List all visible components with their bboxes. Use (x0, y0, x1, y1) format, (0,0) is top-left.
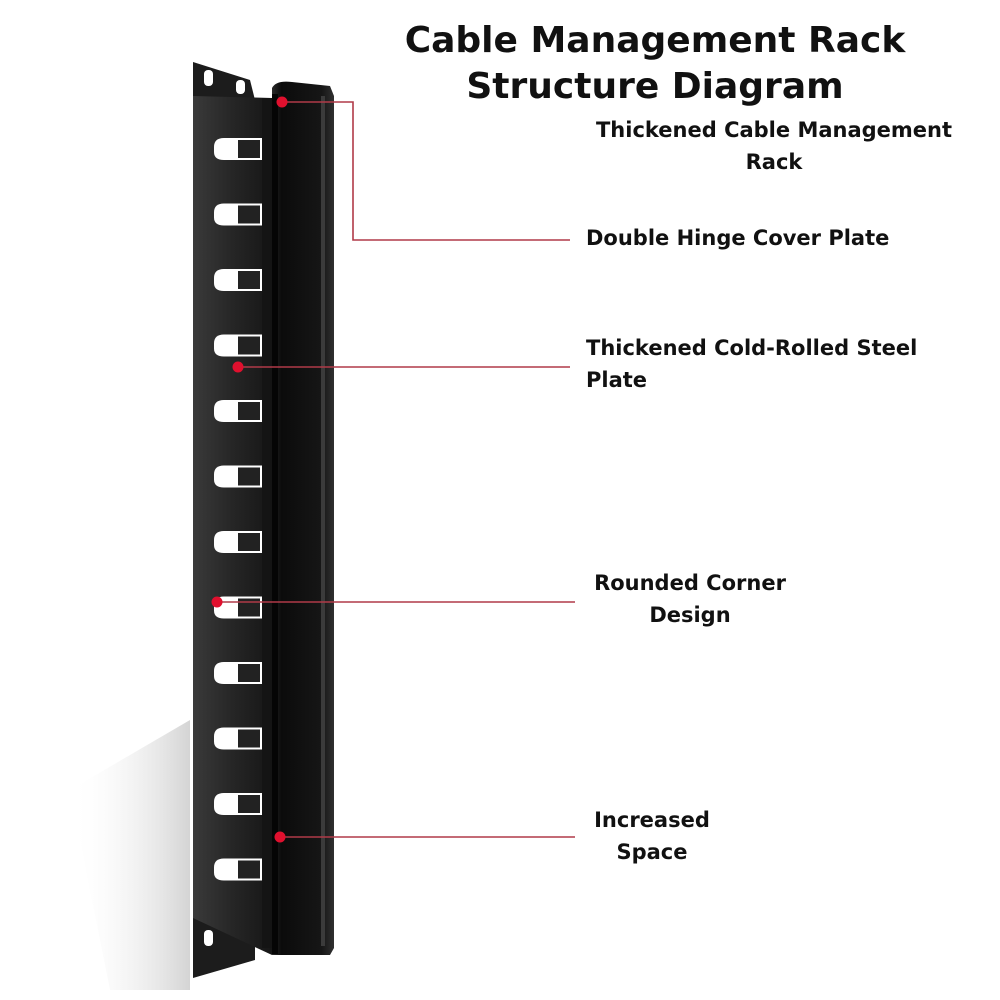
bottom-ear-hole (204, 930, 213, 946)
top-ear-hole (236, 80, 245, 94)
label-cold-rolled: Thickened Cold-Rolled Steel Plate (586, 332, 917, 396)
callout-line-rack (282, 101, 570, 241)
callout-dot (274, 831, 286, 843)
label-line: Increased (594, 808, 710, 832)
hinge-cover-plate (272, 81, 334, 956)
slot-inner-shadow (238, 336, 260, 355)
top-mounting-ear (193, 62, 255, 100)
slot-inner-shadow (238, 795, 260, 813)
label-line: Plate (586, 368, 648, 392)
slot-inner-shadow (238, 205, 260, 224)
label-line: Thickened Cable Management (595, 118, 953, 142)
label-line: Rack (745, 150, 803, 174)
slot-inner-shadow (238, 271, 260, 289)
label-line: Space (616, 840, 688, 864)
slot-inner-shadow (238, 664, 260, 682)
callout-dots (211, 96, 288, 843)
label-thickened-rack: Thickened Cable Management Rack (588, 114, 960, 178)
top-ear-hole (204, 70, 213, 86)
rack-shadow (70, 720, 190, 990)
slot-inner-shadow (238, 402, 260, 420)
label-line: Double Hinge Cover Plate (586, 226, 890, 250)
title-line-2: Structure Diagram (466, 66, 844, 107)
title-line-1: Cable Management Rack (404, 20, 906, 61)
label-line: Design (649, 603, 731, 627)
label-rounded-corner: Rounded Corner Design (580, 567, 800, 631)
callout-dot (232, 361, 244, 373)
slot-inner-shadow (238, 598, 260, 617)
diagram-title: Cable Management Rack Structure Diagram (390, 18, 920, 110)
callout-dot (211, 596, 223, 608)
label-double-hinge: Double Hinge Cover Plate (586, 222, 889, 254)
label-line: Rounded Corner (594, 571, 786, 595)
callout-lines (217, 101, 575, 838)
cover-edge (272, 94, 278, 954)
callout-dot (276, 96, 288, 108)
cover-highlight (321, 96, 325, 946)
label-increased-space: Increased Space (582, 804, 722, 868)
slot-inner-shadow (238, 729, 260, 748)
slot-inner-shadow (238, 140, 260, 158)
cable-slots (214, 138, 268, 881)
slot-inner-shadow (238, 860, 260, 879)
slot-inner-shadow (238, 533, 260, 551)
slot-inner-shadow (238, 467, 260, 486)
label-line: Thickened Cold-Rolled Steel (586, 336, 918, 360)
